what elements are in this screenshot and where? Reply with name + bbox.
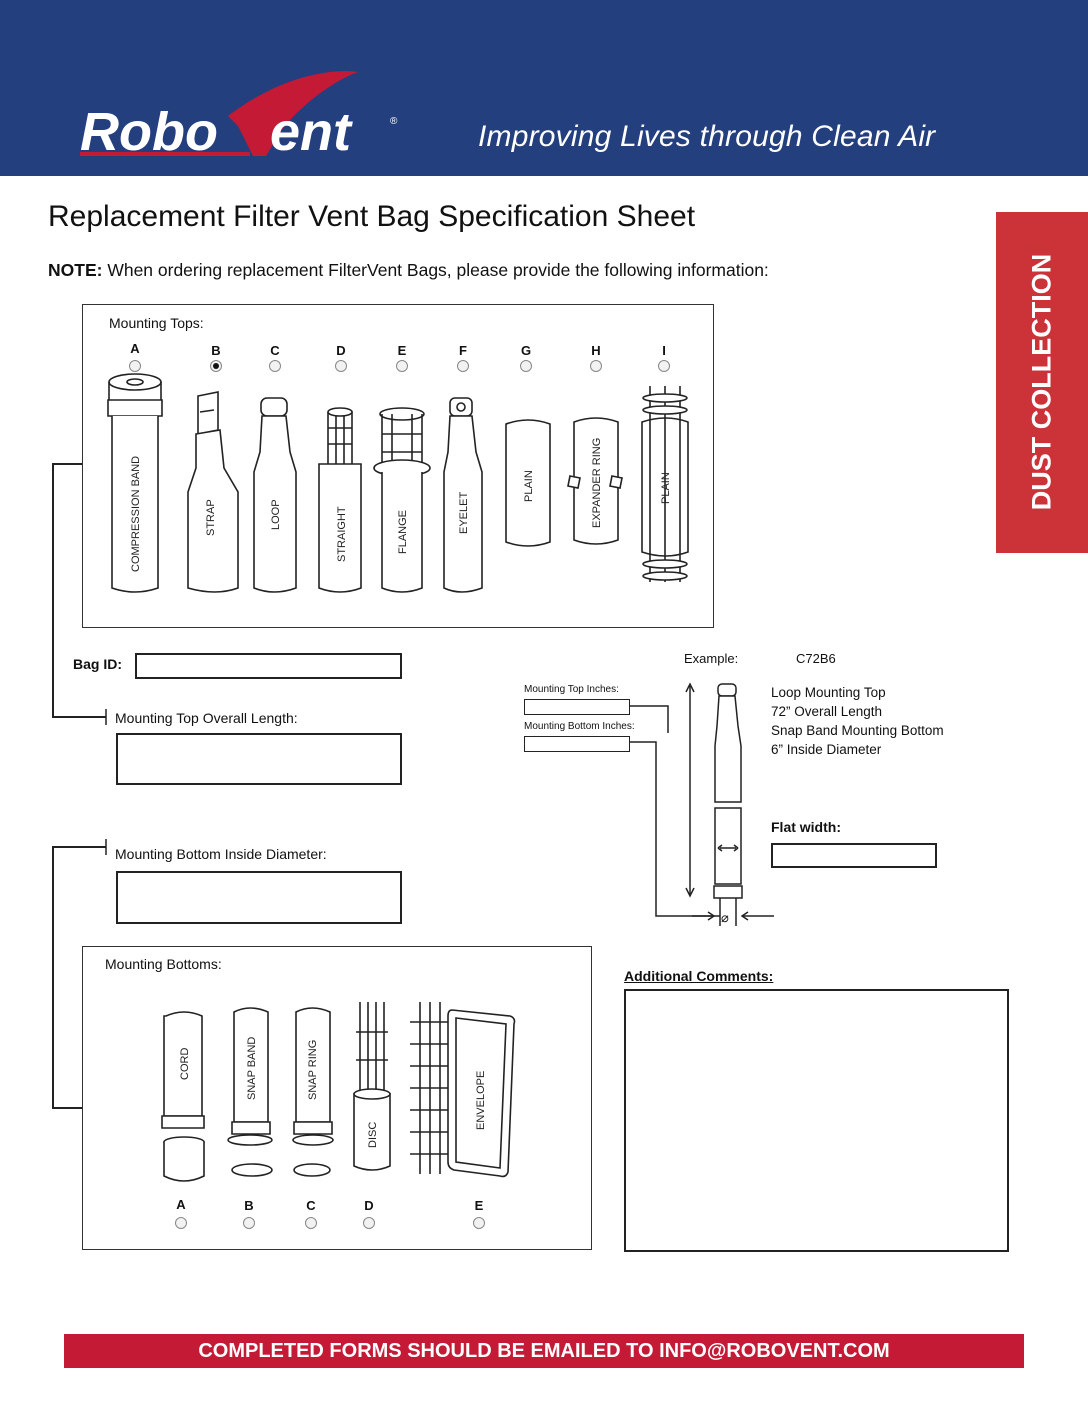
mounting-tops-heading: Mounting Tops: [109, 315, 204, 331]
side-tab: DUST COLLECTION [996, 212, 1088, 553]
top-label-i: PLAIN [660, 472, 672, 504]
side-tab-label: DUST COLLECTION [1026, 253, 1057, 511]
bag-id-label: Bag ID: [73, 656, 122, 672]
bag-id-input[interactable] [135, 653, 402, 679]
bottom-option-radio-e[interactable] [473, 1217, 485, 1229]
flat-width-input[interactable] [771, 843, 937, 868]
top-label-c: LOOP [270, 499, 282, 530]
bottom-option-radio-b[interactable] [243, 1217, 255, 1229]
example-line-4: 6” Inside Diameter [771, 742, 882, 757]
bottom-option-letter-a: A [176, 1197, 186, 1212]
bottom-option-radio-d[interactable] [363, 1217, 375, 1229]
example-top-inches-label: Mounting Top Inches: [524, 684, 619, 695]
top-label-f: EYELET [458, 492, 470, 534]
top-option-letter-a: A [130, 341, 140, 356]
top-option-radio-e[interactable] [396, 360, 408, 372]
example-bottom-inches-box [524, 736, 630, 752]
page-title: Replacement Filter Vent Bag Specificatio… [48, 200, 696, 233]
bracket-lines [52, 463, 107, 1109]
top-option-letter-i: I [662, 343, 666, 358]
bottom-option-letter-d: D [364, 1198, 374, 1213]
top-option-letter-b: B [211, 343, 221, 358]
mounting-bottoms-illustrations: CORD SNAP BAND SNAP RING DISC ENVELOPE [161, 1002, 516, 1182]
bottom-label-d: DISC [367, 1122, 379, 1148]
top-option-radio-g[interactable] [520, 360, 532, 372]
diameter-symbol: ⌀ [721, 910, 729, 925]
top-option-radio-h[interactable] [590, 360, 602, 372]
top-length-label: Mounting Top Overall Length: [115, 710, 298, 726]
top-label-b: STRAP [205, 499, 217, 536]
bottom-option-letter-b: B [244, 1198, 254, 1213]
top-option-letter-c: C [270, 343, 280, 358]
bottom-option-letter-c: C [306, 1198, 316, 1213]
top-option-letter-d: D [336, 343, 346, 358]
header-banner [0, 0, 1088, 176]
bottom-label-e: ENVELOPE [475, 1071, 487, 1130]
top-label-a: COMPRESSION BAND [130, 456, 142, 572]
example-bag-diagram: ⌀ [630, 682, 774, 926]
note-text: NOTE: When ordering replacement FilterVe… [48, 260, 769, 281]
top-label-h: EXPANDER RING [591, 438, 603, 528]
bottom-diameter-input[interactable] [116, 871, 402, 924]
logo-text-right: ent [270, 102, 353, 162]
top-option-radio-b[interactable] [210, 360, 222, 372]
example-label: Example: [684, 651, 739, 666]
bottom-option-letter-e: E [474, 1198, 484, 1213]
comments-label: Additional Comments: [624, 968, 774, 984]
example-description: Loop Mounting Top 72” Overall Length Sna… [771, 683, 944, 759]
top-label-g: PLAIN [523, 470, 535, 502]
mounting-bottoms-heading: Mounting Bottoms: [105, 956, 222, 972]
top-option-radio-a[interactable] [129, 360, 141, 372]
robovent-logo: Robo ent ® [80, 71, 398, 162]
example-top-inches-box [524, 699, 630, 715]
bottom-diameter-label: Mounting Bottom Inside Diameter: [115, 846, 327, 862]
example-bottom-inches-label: Mounting Bottom Inches: [524, 721, 635, 732]
tagline: Improving Lives through Clean Air [478, 120, 936, 153]
top-label-e: FLANGE [397, 510, 409, 554]
top-label-d: STRAIGHT [336, 506, 348, 562]
bottom-label-c: SNAP RING [307, 1040, 319, 1100]
bottom-option-radio-c[interactable] [305, 1217, 317, 1229]
example-line-2: 72” Overall Length [771, 704, 883, 719]
note-lead: NOTE: [48, 260, 103, 280]
bottom-label-a: CORD [179, 1048, 191, 1080]
example-line-1: Loop Mounting Top [771, 685, 886, 700]
flat-width-label: Flat width: [771, 819, 841, 835]
note-body: When ordering replacement FilterVent Bag… [102, 260, 769, 280]
top-option-letter-e: E [397, 343, 407, 358]
example-line-3: Snap Band Mounting Bottom [771, 723, 944, 738]
top-option-radio-c[interactable] [269, 360, 281, 372]
top-option-letter-g: G [520, 343, 532, 358]
logo-registered-mark: ® [390, 116, 398, 127]
example-code: C72B6 [796, 651, 836, 666]
top-option-letter-h: H [591, 343, 601, 358]
top-option-radio-d[interactable] [335, 360, 347, 372]
comments-textarea[interactable] [624, 989, 1009, 1252]
bottom-label-b: SNAP BAND [246, 1037, 258, 1100]
top-option-radio-f[interactable] [457, 360, 469, 372]
top-option-letter-f: F [459, 343, 467, 358]
footer-banner: COMPLETED FORMS SHOULD BE EMAILED TO INF… [64, 1334, 1024, 1368]
top-option-radio-i[interactable] [658, 360, 670, 372]
top-length-input[interactable] [116, 733, 402, 785]
mounting-tops-illustrations: COMPRESSION BAND STRAP LOOP STRAIGHT FLA… [107, 373, 689, 593]
bottom-option-radio-a[interactable] [175, 1217, 187, 1229]
